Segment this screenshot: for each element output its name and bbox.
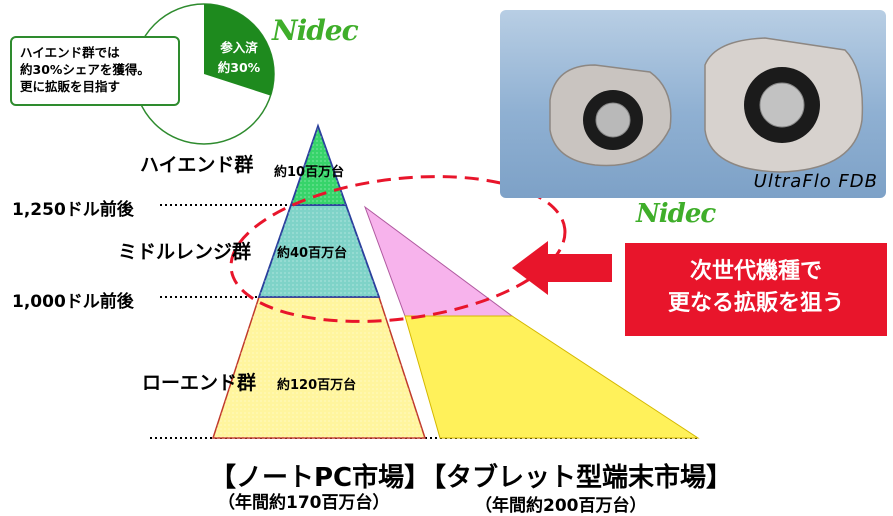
tablet-market-subtitle: （年間約200百万台）	[475, 496, 647, 516]
share-note-line: ハイエンド群では	[20, 45, 120, 60]
callout-line2: 更なる拡販を狙う	[667, 291, 844, 316]
tier-count-low-end: 約120百万台	[277, 378, 357, 393]
next-gen-callout: 次世代機種で 更なる拡販を狙う	[625, 243, 887, 336]
photo-caption: UltraFlo FDB	[753, 171, 878, 192]
tier-label-high-end: ハイエンド群	[140, 154, 254, 176]
tier-count-high-end: 約10百万台	[274, 165, 345, 180]
callout-line1: 次世代機種で	[689, 259, 822, 284]
notebook-market-subtitle: （年間約170百万台）	[218, 493, 390, 513]
pie-slice-label-line2: 約30%	[217, 60, 261, 75]
tier-count-mid-range: 約40百万台	[277, 246, 348, 261]
notebook-market-title: 【ノートPC市場】	[210, 463, 431, 493]
tablet-market-title: 【タブレット型端末市場】	[420, 463, 733, 493]
pie-slice-label: 参入済 約30%	[206, 38, 272, 78]
nidec-logo-top: Nidec	[272, 14, 359, 47]
share-note-box: ハイエンド群では 約30%シェアを獲得。 更に拡販を目指す	[10, 36, 180, 106]
tier-label-low-end: ローエンド群	[142, 372, 257, 394]
product-photo: UltraFlo FDB	[500, 10, 886, 198]
share-note-line: 約30%シェアを獲得。	[20, 62, 150, 77]
pie-slice-entered	[204, 3, 275, 96]
share-note-line: 更に拡販を目指す	[20, 79, 121, 94]
price-threshold-1000: 1,000ドル前後	[12, 292, 134, 312]
large-fan-hub	[759, 82, 805, 128]
small-fan-hub	[595, 102, 631, 138]
tablet-lower-segment	[404, 315, 700, 439]
target-dashed-ellipse	[229, 175, 567, 323]
fan-illustration	[549, 37, 864, 173]
tier-label-mid-range: ミドルレンジ群	[118, 241, 252, 263]
tablet-upper-segment	[363, 205, 514, 317]
nidec-logo-right: Nidec	[636, 199, 716, 229]
price-threshold-1250: 1,250ドル前後	[12, 200, 134, 220]
arrow-left-icon	[512, 241, 612, 295]
pie-slice-label-line1: 参入済	[220, 40, 258, 55]
